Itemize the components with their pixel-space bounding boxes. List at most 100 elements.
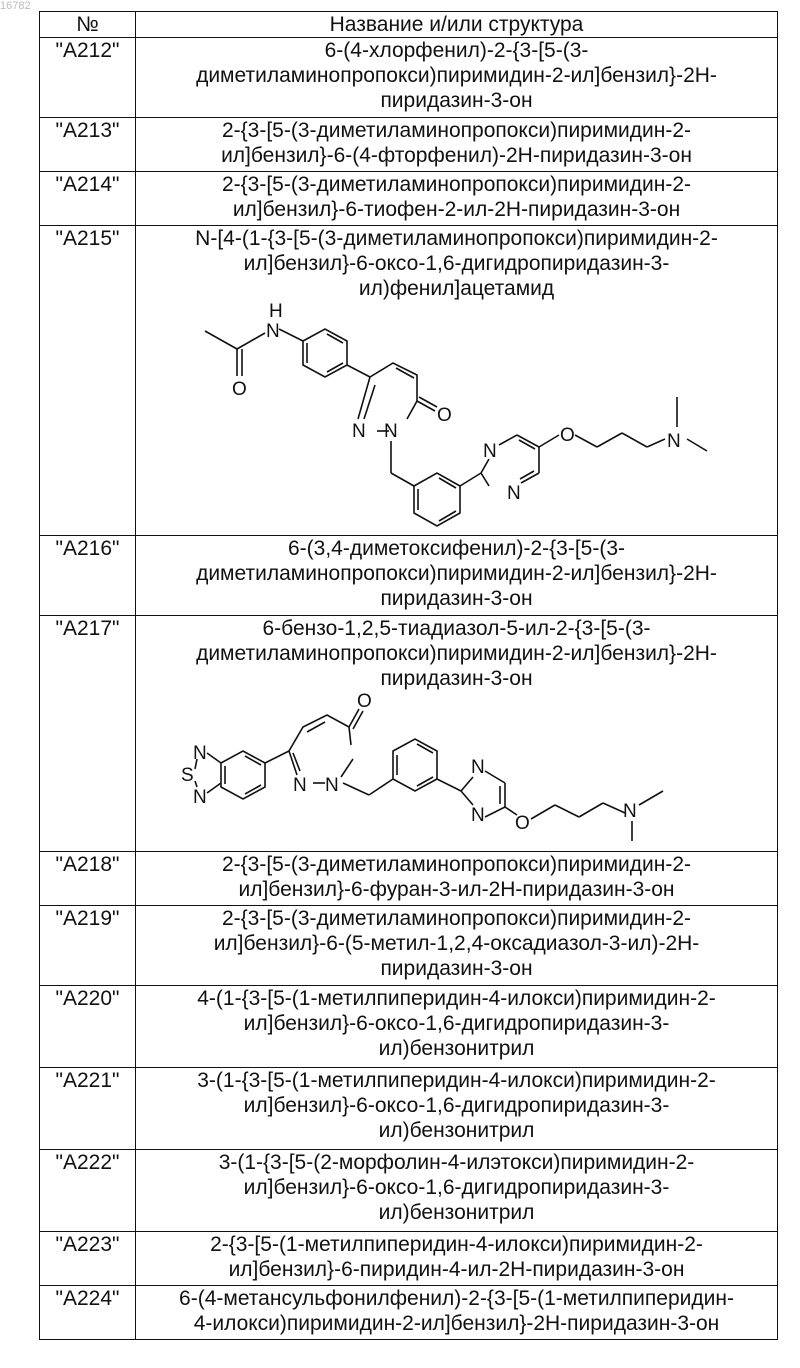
- compound-id: "A223": [40, 1232, 136, 1286]
- table-row: "A223" 2-{3-[5-(1-метилпиперидин-4-илокс…: [40, 1232, 778, 1286]
- name-line: диметиламинопропокси)пиримидин-2-ил]бенз…: [140, 641, 773, 666]
- compound-id: "A213": [40, 118, 136, 172]
- atom-label: N: [193, 743, 207, 764]
- name-line: N-[4-(1-{3-[5-(3-диметиламинопропокси)пи…: [140, 226, 773, 251]
- compound-name: 6-(4-метансульфонилфенил)-2-{3-[5-(1-мет…: [136, 1286, 778, 1340]
- compound-id: "A222": [40, 1150, 136, 1232]
- name-line: пиридазин-3-он: [140, 666, 773, 691]
- name-line: 3-(1-{3-[5-(1-метилпиперидин-4-илокси)пи…: [140, 1068, 773, 1093]
- table-row: "A212" 6-(4-хлорфенил)-2-{3-[5-(3- димет…: [40, 38, 778, 118]
- atom-label: O: [560, 425, 575, 446]
- page-id: 16782: [0, 0, 31, 12]
- table-row: "A221" 3-(1-{3-[5-(1-метилпиперидин-4-ил…: [40, 1068, 778, 1150]
- compound-name: 2-{3-[5-(3-диметиламинопропокси)пиримиди…: [136, 172, 778, 226]
- structure-a217: N S N N N O N N O N: [157, 691, 757, 841]
- atom-label: N: [384, 421, 398, 442]
- name-line: ил)бензонитрил: [140, 1200, 773, 1225]
- table-row: "A216" 6-(3,4-диметоксифенил)-2-{3-[5-(3…: [40, 536, 778, 616]
- name-line: ил]бензил}-6-фуран-3-ил-2H-пиридазин-3-о…: [140, 877, 773, 902]
- compound-name: 4-(1-{3-[5-(1-метилпиперидин-4-илокси)пи…: [136, 986, 778, 1068]
- header-num: №: [40, 12, 136, 38]
- atom-label: N: [471, 757, 485, 778]
- name-line: ил]бензил}-6-(4-фторфенил)-2H-пиридазин-…: [140, 143, 773, 168]
- table-row: "A219" 2-{3-[5-(3-диметиламинопропокси)п…: [40, 906, 778, 986]
- compounds-table: № Название и/или структура "A212" 6-(4-х…: [39, 11, 778, 1340]
- atom-label: N: [471, 805, 485, 826]
- atom-label: O: [232, 379, 247, 400]
- atom-label: N: [193, 787, 207, 808]
- name-line: 4-(1-{3-[5-(1-метилпиперидин-4-илокси)пи…: [140, 986, 773, 1011]
- name-line: 4-илокси)пиримидин-2-ил]бензил}-2H-пирид…: [140, 1311, 773, 1336]
- atom-label: O: [357, 691, 372, 712]
- compound-id: "A216": [40, 536, 136, 616]
- compound-name: 3-(1-{3-[5-(1-метилпиперидин-4-илокси)пи…: [136, 1068, 778, 1150]
- name-line: ил]бензил}-6-пиридин-4-ил-2H-пиридазин-3…: [140, 1257, 773, 1282]
- table-row: "A224" 6-(4-метансульфонилфенил)-2-{3-[5…: [40, 1286, 778, 1340]
- compound-id: "A219": [40, 906, 136, 986]
- name-line: 6-(3,4-диметоксифенил)-2-{3-[5-(3-: [140, 536, 773, 561]
- compound-name: N-[4-(1-{3-[5-(3-диметиламинопропокси)пи…: [136, 226, 778, 536]
- name-line: 6-(4-хлорфенил)-2-{3-[5-(3-: [140, 38, 773, 63]
- compound-name: 2-{3-[5-(1-метилпиперидин-4-илокси)пирим…: [136, 1232, 778, 1286]
- name-line: ил]бензил}-6-тиофен-2-ил-2H-пиридазин-3-…: [140, 197, 773, 222]
- compound-name: 3-(1-{3-[5-(2-морфолин-4-илэтокси)пирими…: [136, 1150, 778, 1232]
- atom-label: S: [181, 765, 194, 786]
- atom-label: O: [515, 813, 530, 834]
- name-line: 6-бензо-1,2,5-тиадиазол-5-ил-2-{3-[5-(3-: [140, 616, 773, 641]
- atom-label: H: [269, 301, 283, 322]
- compound-id: "A224": [40, 1286, 136, 1340]
- table-row: "A222" 3-(1-{3-[5-(2-морфолин-4-илэтокси…: [40, 1150, 778, 1232]
- compound-name: 6-(4-хлорфенил)-2-{3-[5-(3- диметиламино…: [136, 38, 778, 118]
- table-row: "A213" 2-{3-[5-(3-диметиламинопропокси)п…: [40, 118, 778, 172]
- compound-id: "A217": [40, 616, 136, 852]
- name-line: 2-{3-[5-(1-метилпиперидин-4-илокси)пирим…: [140, 1232, 773, 1257]
- table-row: "A218" 2-{3-[5-(3-диметиламинопропокси)п…: [40, 852, 778, 906]
- compound-name: 2-{3-[5-(3-диметиламинопропокси)пиримиди…: [136, 852, 778, 906]
- atom-label: N: [352, 421, 366, 442]
- name-line: ил)фенил]ацетамид: [140, 276, 773, 301]
- compound-name: 2-{3-[5-(3-диметиламинопропокси)пиримиди…: [136, 906, 778, 986]
- table-header-row: № Название и/или структура: [40, 12, 778, 38]
- atom-label: N: [623, 801, 637, 822]
- name-line: 3-(1-{3-[5-(2-морфолин-4-илэтокси)пирими…: [140, 1150, 773, 1175]
- atom-label: N: [667, 431, 681, 452]
- name-line: 6-(4-метансульфонилфенил)-2-{3-[5-(1-мет…: [140, 1286, 773, 1311]
- table-row: "A214" 2-{3-[5-(3-диметиламинопропокси)п…: [40, 172, 778, 226]
- compound-name: 6-бензо-1,2,5-тиадиазол-5-ил-2-{3-[5-(3-…: [136, 616, 778, 852]
- atom-label: N: [293, 775, 307, 796]
- name-line: 2-{3-[5-(3-диметиламинопропокси)пиримиди…: [140, 172, 773, 197]
- compound-id: "A212": [40, 38, 136, 118]
- compound-id: "A215": [40, 226, 136, 536]
- name-line: пиридазин-3-он: [140, 88, 773, 113]
- compound-name: 6-(3,4-диметоксифенил)-2-{3-[5-(3- димет…: [136, 536, 778, 616]
- compound-id: "A218": [40, 852, 136, 906]
- table-row: "A220" 4-(1-{3-[5-(1-метилпиперидин-4-ил…: [40, 986, 778, 1068]
- name-line: ил]бензил}-6-оксо-1,6-дигидропиридазин-3…: [140, 251, 773, 276]
- compound-id: "A221": [40, 1068, 136, 1150]
- table-row: "A217" 6-бензо-1,2,5-тиадиазол-5-ил-2-{3…: [40, 616, 778, 852]
- name-line: 2-{3-[5-(3-диметиламинопропокси)пиримиди…: [140, 906, 773, 931]
- compound-name: 2-{3-[5-(3-диметиламинопропокси)пиримиди…: [136, 118, 778, 172]
- name-line: диметиламинопропокси)пиримидин-2-ил]бенз…: [140, 63, 773, 88]
- atom-label: N: [325, 775, 339, 796]
- header-name: Название и/или структура: [136, 12, 778, 38]
- name-line: ил]бензил}-6-оксо-1,6-дигидропиридазин-3…: [140, 1175, 773, 1200]
- compound-id: "A214": [40, 172, 136, 226]
- name-line: пиридазин-3-он: [140, 586, 773, 611]
- compound-id: "A220": [40, 986, 136, 1068]
- name-line: ил]бензил}-6-(5-метил-1,2,4-оксадиазол-3…: [140, 931, 773, 956]
- name-line: ил]бензил}-6-оксо-1,6-дигидропиридазин-3…: [140, 1093, 773, 1118]
- atom-label: N: [507, 483, 521, 504]
- name-line: диметиламинопропокси)пиримидин-2-ил]бенз…: [140, 561, 773, 586]
- structure-a215: H N O N N O N N O N: [177, 301, 737, 529]
- name-line: ил]бензил}-6-оксо-1,6-дигидропиридазин-3…: [140, 1011, 773, 1036]
- name-line: пиридазин-3-он: [140, 956, 773, 981]
- atom-label: N: [266, 321, 280, 342]
- atom-label: O: [437, 405, 452, 426]
- name-line: ил)бензонитрил: [140, 1036, 773, 1061]
- name-line: 2-{3-[5-(3-диметиламинопропокси)пиримиди…: [140, 852, 773, 877]
- table-row: "A215" N-[4-(1-{3-[5-(3-диметиламинопроп…: [40, 226, 778, 536]
- name-line: ил)бензонитрил: [140, 1118, 773, 1143]
- name-line: 2-{3-[5-(3-диметиламинопропокси)пиримиди…: [140, 118, 773, 143]
- atom-label: N: [483, 441, 497, 462]
